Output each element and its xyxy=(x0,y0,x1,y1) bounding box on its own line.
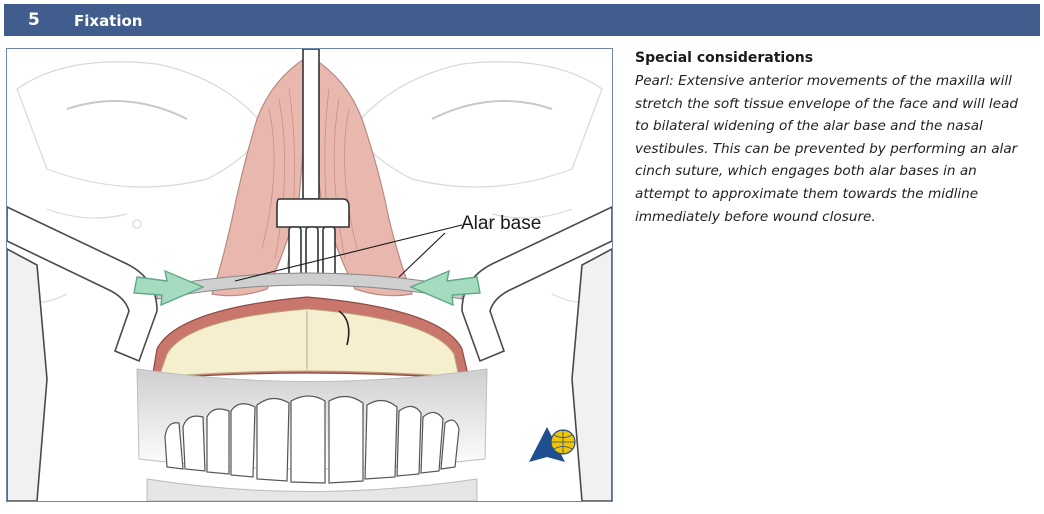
step-number: 5 xyxy=(28,10,40,30)
left-retractor xyxy=(7,206,158,501)
green-arrows xyxy=(133,269,481,307)
right-retractor xyxy=(461,206,612,501)
fork-retractor xyxy=(276,49,350,280)
ao-foundation-logo-icon xyxy=(529,427,576,462)
arch-band xyxy=(156,272,463,300)
special-considerations-heading: Special considerations xyxy=(635,50,814,66)
pearl-paragraph: Pearl: Extensive anterior movements of t… xyxy=(635,73,1019,225)
step-title: Fixation xyxy=(74,12,143,30)
teeth xyxy=(164,395,460,484)
lower-gum xyxy=(146,478,478,501)
callout-leaders xyxy=(234,224,463,282)
section-header: 5 Fixation xyxy=(4,4,1040,36)
alar-base-label: Alar base xyxy=(461,213,541,234)
surgical-illustration: Alar base xyxy=(6,48,613,502)
oral-cavity xyxy=(158,308,460,378)
text-column: Special considerations Pearl: Extensive … xyxy=(635,50,1030,228)
illustration-canvas: Alar base xyxy=(7,49,612,501)
